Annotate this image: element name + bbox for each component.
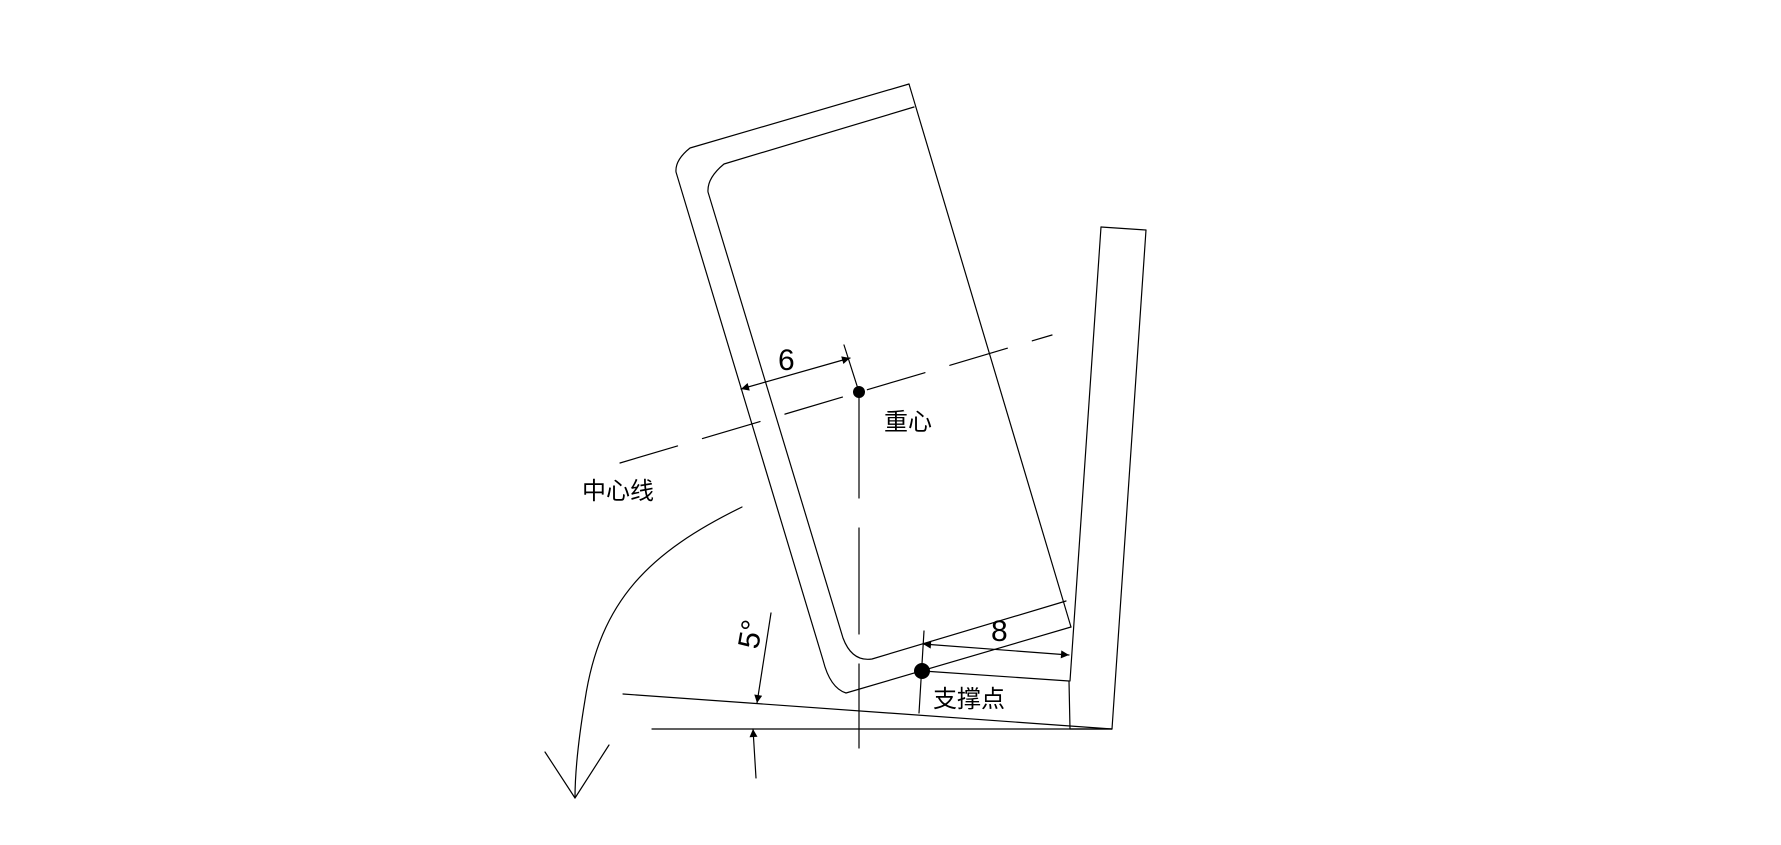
support-bracket [922, 226, 1147, 730]
angle-arrow-lower [749, 728, 758, 779]
tilted-ground-line [622, 693, 1113, 730]
center-line [619, 334, 1053, 464]
dimension-6-extension [843, 344, 860, 393]
tilted-body-inner [707, 106, 1067, 660]
angle-arrow-upper [754, 612, 772, 704]
tipping-direction-arrowhead [544, 744, 610, 799]
tilted-body-right-side [908, 83, 1072, 628]
dimension-6-label: 6 [778, 344, 795, 377]
dimension-6-arrow [740, 356, 851, 391]
angle-5-label: 5° [732, 617, 769, 651]
support-point-label: 支撑点 [933, 685, 1005, 713]
tilted-body-outer [675, 83, 1072, 694]
center-of-gravity-label: 重心 [884, 408, 932, 436]
dimension-8-arrow [922, 640, 1070, 659]
tipping-direction-curve [574, 506, 743, 799]
support-bracket-inner-edge [1069, 226, 1102, 682]
dimension-8-label: 8 [991, 615, 1008, 648]
center-line-label: 中心线 [582, 477, 654, 505]
